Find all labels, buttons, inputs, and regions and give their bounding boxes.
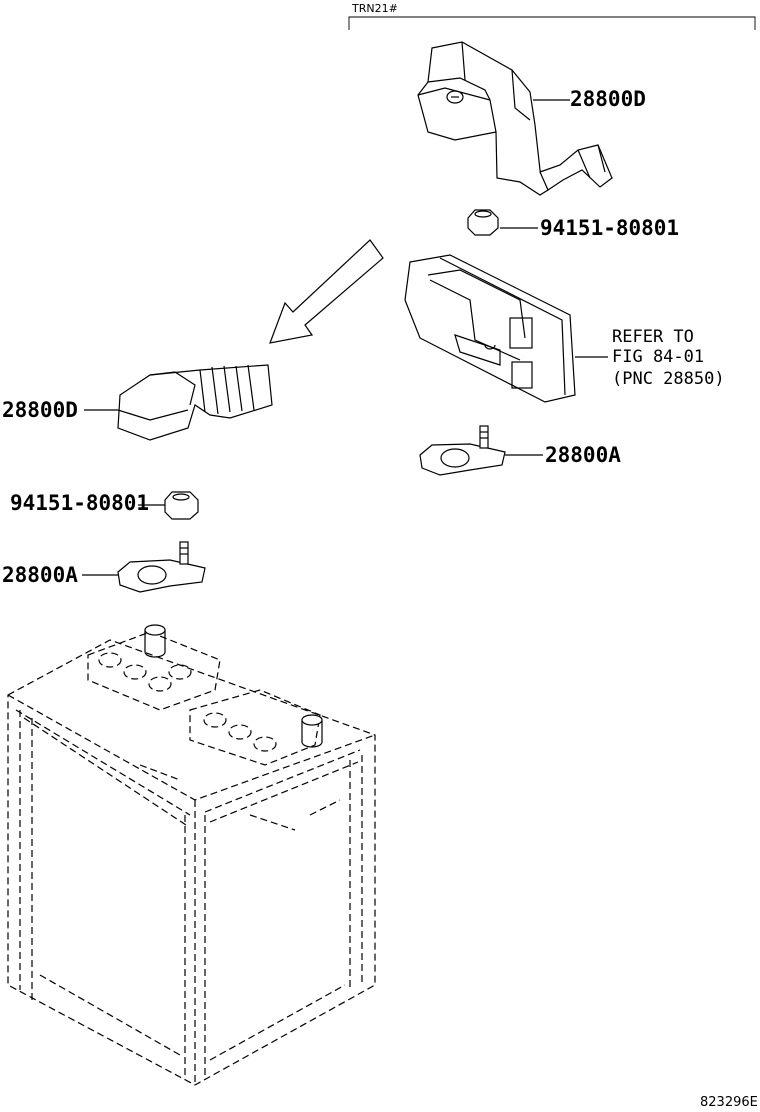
variant-code: TRN21# [351,2,398,15]
direction-arrow [269,239,384,344]
refer-line-2: FIG 84-01 [612,347,704,367]
label-28800a-left: 28800A [2,563,78,587]
battery-terminal-negative [301,714,323,748]
battery-terminal-positive [144,624,166,658]
fusible-link-block: REFER TO FIG 84-01 (PNC 28850) [404,254,725,403]
label-nut-top: 94151-80801 [540,216,679,240]
refer-line-1: REFER TO [612,327,694,347]
left-nut: 94151-80801 [10,491,199,520]
refer-line-3: (PNC 28850) [612,369,725,389]
label-28800d-left: 28800D [2,398,78,422]
label-28800a-top: 28800A [545,443,621,467]
left-battery-clamp: 28800A [2,541,206,593]
top-nut: 94151-80801 [467,209,679,240]
top-terminal-cover: 28800D [417,41,646,196]
top-battery-clamp: 28800A [419,425,621,476]
label-nut-left: 94151-80801 [10,491,149,515]
battery [7,624,376,1086]
variant-bracket: TRN21# [348,2,756,30]
illustration-id: 823296E [700,1095,758,1110]
label-28800d-top: 28800D [570,87,646,111]
left-terminal-cover: 28800D [2,364,273,441]
